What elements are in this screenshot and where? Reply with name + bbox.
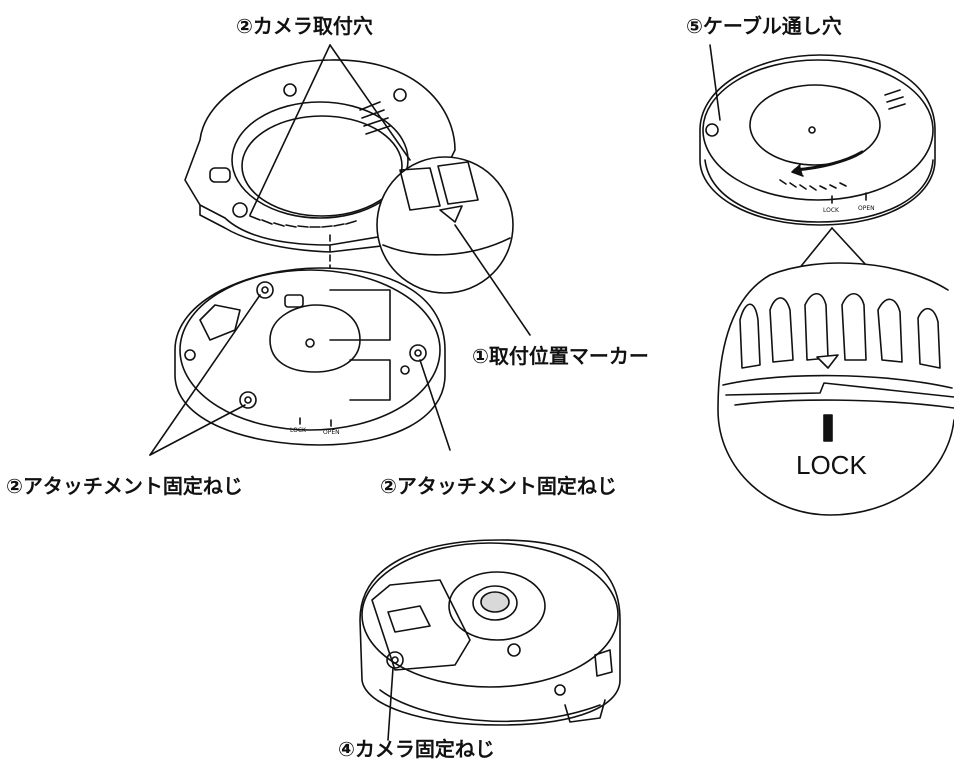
unit-lock-mark: LOCK xyxy=(823,207,840,214)
marker-zoom-circle xyxy=(376,156,514,294)
camera-mount-holes-label: ②カメラ取付穴 xyxy=(236,14,373,38)
zoom-lock-text: LOCK xyxy=(796,450,867,480)
plate-mount-hole-indicators xyxy=(249,44,411,216)
cable-hole-label: ⑤ケーブル通し穴 xyxy=(686,14,842,38)
camera-base-unit xyxy=(174,267,446,446)
camera-fix-screw-label: ④カメラ固定ねじ xyxy=(338,737,495,761)
attachment-screw-right-label: ②アタッチメント固定ねじ xyxy=(380,474,617,498)
base-open-mark: OPEN xyxy=(323,429,340,436)
marker-leader-line xyxy=(454,224,531,336)
position-marker-label: ①取付位置マーカー xyxy=(472,344,649,368)
mounted-camera xyxy=(359,539,621,726)
attachment-screw-leaders xyxy=(149,294,451,456)
cable-hole-leader xyxy=(709,44,721,121)
attachment-screw-left-label: ②アタッチメント固定ねじ xyxy=(6,474,243,498)
base-lock-mark: LOCK xyxy=(290,427,307,434)
unit-open-mark: OPEN xyxy=(858,205,875,212)
lock-zoom-callout xyxy=(717,227,954,516)
camera-screw-leader xyxy=(387,667,394,741)
assembled-unit xyxy=(699,54,936,226)
